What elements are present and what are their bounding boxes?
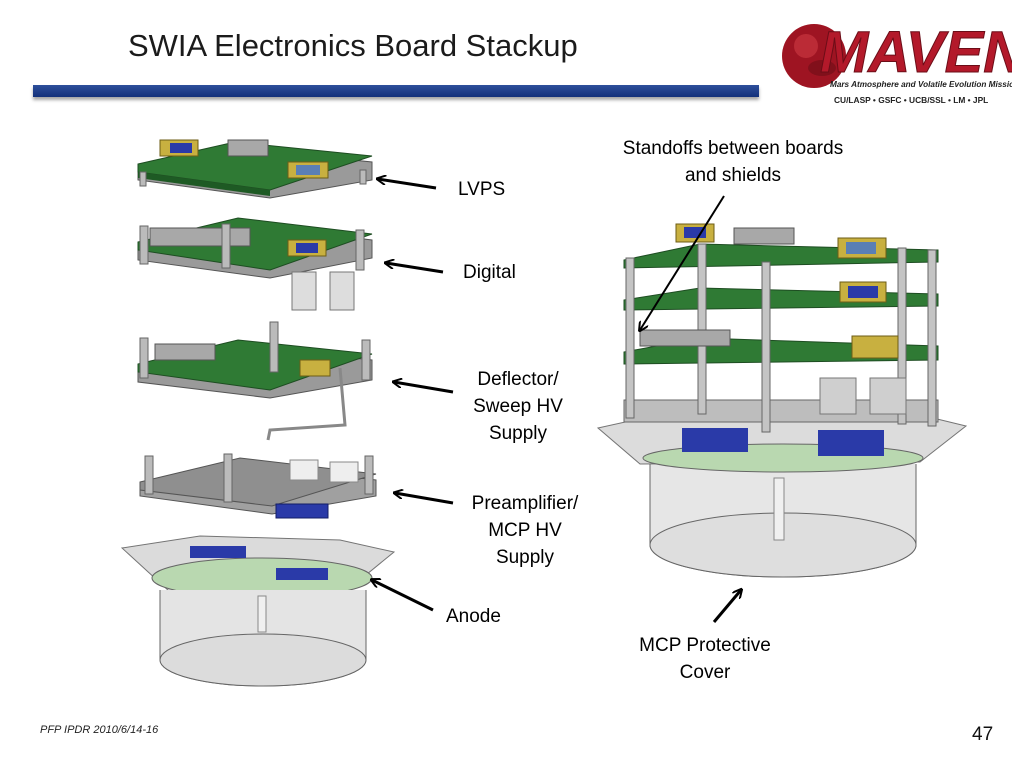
- preamp-label-line3: Supply: [495, 547, 555, 568]
- digital-arrow: [386, 263, 444, 274]
- preamp-label-line2: MCP HV: [488, 520, 562, 541]
- anode-label: Anode: [446, 606, 501, 627]
- standoffs-label: Standoffs between boards and shields: [598, 135, 868, 189]
- slide-title: SWIA Electronics Board Stackup: [128, 28, 578, 63]
- mcp-cover-label: MCP Protective Cover: [620, 632, 790, 686]
- slide-footer: PFP IPDR 2010/6/14-16: [40, 724, 159, 736]
- logo-tagline: Mars Atmosphere and Volatile Evolution M…: [830, 80, 1012, 89]
- preamp-label-line1: Preamplifier/: [471, 493, 579, 514]
- digital-label: Digital: [463, 262, 516, 283]
- digital-board: [137, 217, 373, 311]
- page-number: 47: [972, 724, 994, 745]
- deflector-label-line3: Supply: [488, 423, 548, 444]
- logo-wordmark: MAVEN: [820, 20, 1012, 85]
- deflector-label-line1: Deflector/: [477, 369, 559, 390]
- deflector-label-line2: Sweep HV: [473, 396, 563, 417]
- preamp-arrow: [395, 493, 454, 505]
- deflector-board: [137, 321, 373, 441]
- lvps-arrow: [378, 179, 437, 190]
- mcp-cover-label-line2: Cover: [679, 662, 731, 683]
- assembled-stack: [596, 223, 968, 578]
- anode-arrow: [372, 580, 434, 612]
- anode-assembly: [120, 535, 396, 687]
- standoffs-label-line2: and shields: [684, 165, 782, 186]
- standoffs-label-line1: Standoffs between boards: [622, 138, 844, 159]
- title-rule: [33, 85, 759, 97]
- deflector-label: Deflector/ Sweep HV Supply: [458, 366, 578, 447]
- maven-logo: MAVEN Mars Atmosphere and Volatile Evolu…: [782, 20, 1012, 105]
- standoffs-arrow: [640, 195, 725, 330]
- preamp-label: Preamplifier/ MCP HV Supply: [460, 490, 590, 571]
- logo-partners: CU/LASP • GSFC • UCB/SSL • LM • JPL: [834, 95, 988, 105]
- lvps-label: LVPS: [458, 179, 506, 200]
- lvps-board: [137, 139, 373, 199]
- mcp-cover-label-line1: MCP Protective: [639, 635, 771, 656]
- deflector-arrow: [394, 382, 454, 394]
- mcp-cover-arrow: [712, 590, 741, 623]
- preamp-board: [139, 453, 377, 519]
